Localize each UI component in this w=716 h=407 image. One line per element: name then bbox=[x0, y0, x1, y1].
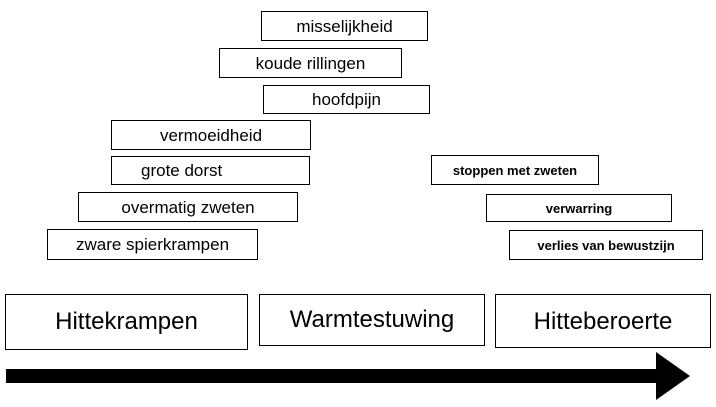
progression-arrow bbox=[6, 352, 690, 400]
symptom-stoppen-met-zweten: stoppen met zweten bbox=[431, 155, 599, 185]
arrow-head bbox=[656, 352, 690, 400]
symptom-grote-dorst: grote dorst bbox=[111, 156, 310, 185]
stage-hitteberoerte: Hitteberoerte bbox=[495, 294, 711, 348]
symptom-koude-rillingen: koude rillingen bbox=[219, 48, 402, 78]
arrow-shaft bbox=[6, 369, 658, 383]
stage-hittekrampen: Hittekrampen bbox=[5, 294, 248, 350]
symptom-zware-spierkrampen: zware spierkrampen bbox=[47, 229, 258, 260]
symptom-misselijkheid: misselijkheid bbox=[261, 11, 428, 41]
symptom-hoofdpijn: hoofdpijn bbox=[263, 85, 430, 114]
stage-warmtestuwing: Warmtestuwing bbox=[259, 294, 485, 346]
symptom-overmatig-zweten: overmatig zweten bbox=[78, 192, 298, 222]
symptom-verlies-van-bewustzijn: verlies van bewustzijn bbox=[509, 230, 703, 260]
symptom-verwarring: verwarring bbox=[486, 194, 672, 222]
symptom-vermoeidheid: vermoeidheid bbox=[111, 120, 311, 150]
